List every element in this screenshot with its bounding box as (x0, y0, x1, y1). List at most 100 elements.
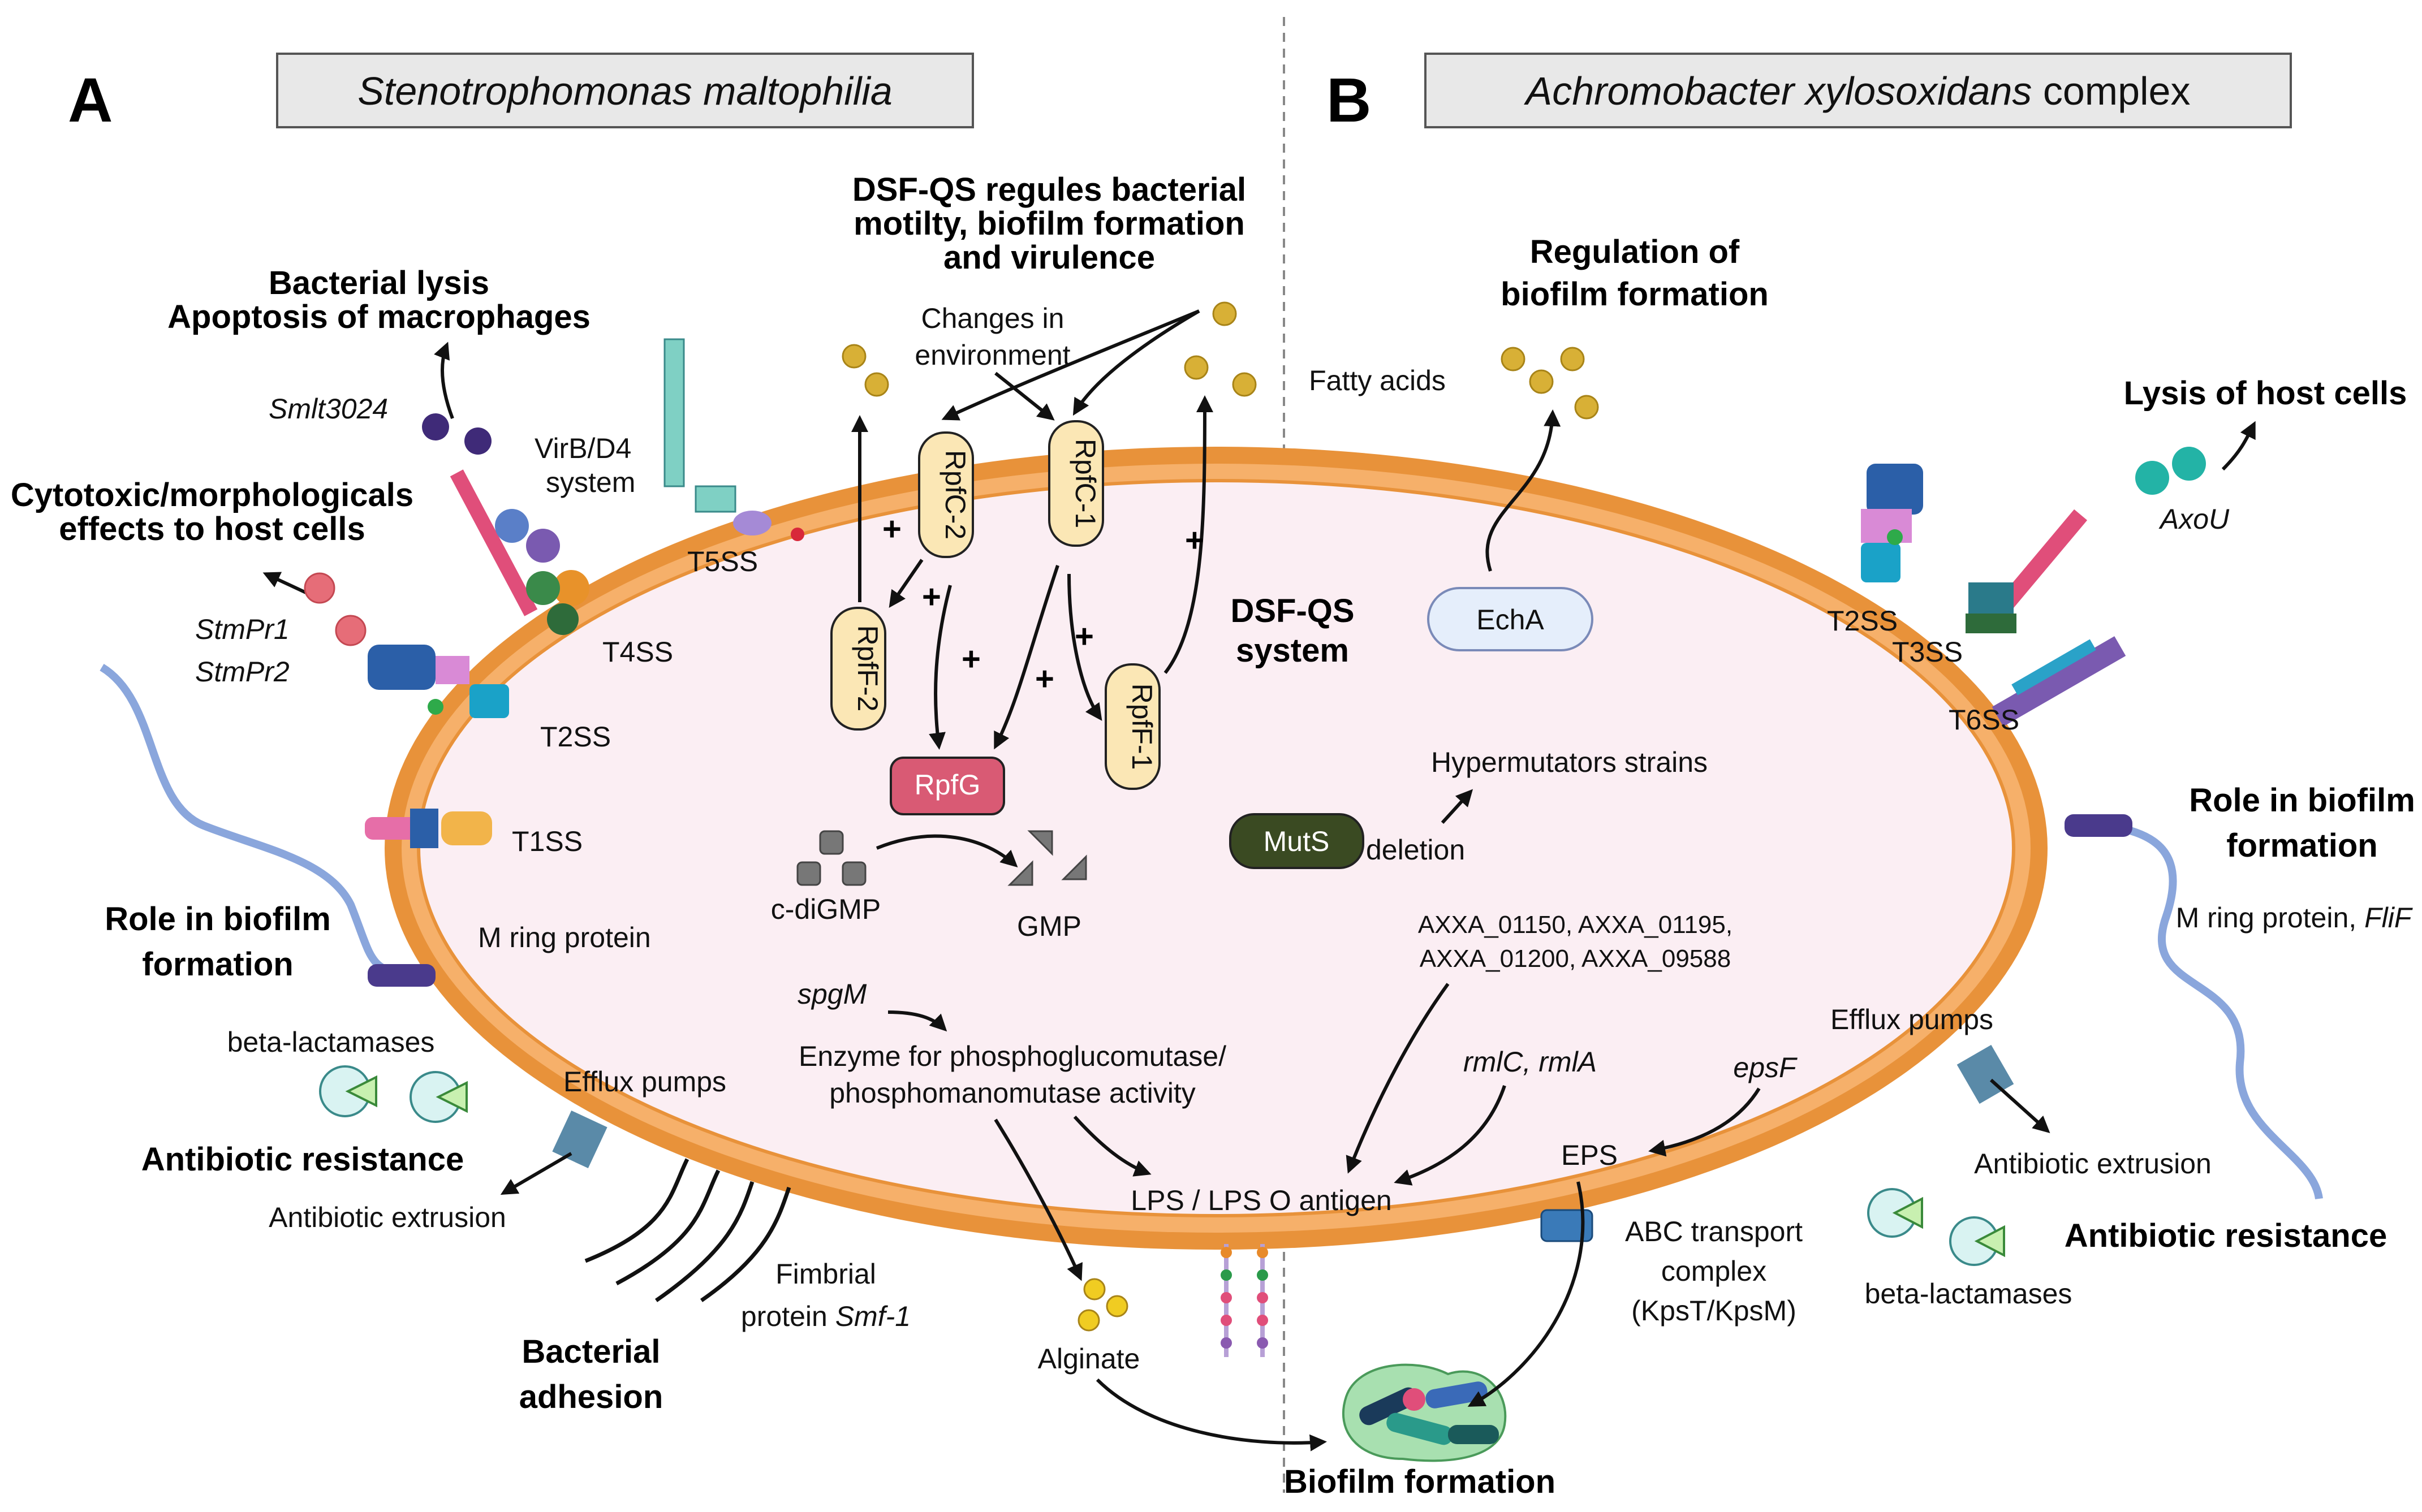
arrow-rpfc2-rpff2 (889, 559, 924, 608)
axxa-genes-label-2: AXXA_01200, AXXA_09588 (1420, 945, 1731, 973)
flagellum-left (100, 664, 419, 979)
role-biofilm-right-label: Role in biofilm (2189, 782, 2415, 819)
extrusion-right-label: Antibiotic extrusion (1974, 1148, 2212, 1180)
dsf-molecule (1184, 355, 1209, 380)
lps-chain-icon (1221, 1244, 1268, 1357)
enzyme-label: Enzyme for phosphoglucomutase/ (799, 1040, 1226, 1072)
t2ss-icon (368, 645, 509, 718)
bacterial-lysis-label: Bacterial lysis (269, 265, 489, 301)
cdigmp-icon (796, 830, 867, 886)
enzyme-label-2: phosphomanomutase activity (829, 1077, 1196, 1109)
epsf-label: epsF (1733, 1052, 1798, 1083)
m-ring-icon (368, 964, 436, 987)
fatty-acid-molecule (1529, 369, 1554, 394)
spgm-arrow (887, 1010, 947, 1032)
abc-label: ABC transport (1625, 1216, 1803, 1247)
beta-lactamase-icon (1867, 1188, 1923, 1238)
eps-to-biofilm-arrow (1467, 1181, 1585, 1407)
t1ss-icon (365, 809, 492, 848)
alginate-label: Alginate (1038, 1343, 1140, 1375)
dsf-molecule (1212, 301, 1237, 326)
muts-label: MutS (1264, 826, 1330, 857)
gmp-icon (1007, 830, 1087, 886)
stmpr-molecule (304, 572, 335, 604)
changes-label-2: environment (915, 339, 1070, 371)
biofilm-icon (1342, 1363, 1507, 1462)
t4ss-label: T4SS (602, 636, 673, 668)
arrow-dsf-to-rpfc1 (1072, 309, 1200, 416)
efflux-right-label: Efflux pumps (1830, 1004, 1993, 1035)
rmlc-label: rmlC, rmlA (1463, 1046, 1597, 1078)
lysis-arrow (434, 342, 454, 420)
epsf-arrow (1648, 1087, 1761, 1157)
panel-b-letter: B (1326, 66, 1371, 135)
smlt3024-molecule (422, 413, 449, 440)
rpfc1-protein (1048, 420, 1104, 547)
plus-sign: + (1185, 522, 1204, 559)
fimbriae-icon (584, 1158, 791, 1302)
regulation-label-2: biofilm formation (1501, 276, 1769, 313)
plus-sign: + (1075, 618, 1094, 655)
cdigmp-label: c-diGMP (771, 893, 881, 925)
alginate-molecule (1106, 1295, 1128, 1317)
t6ss-label: T6SS (1949, 704, 2019, 736)
beta-lactamases-right-label: beta-lactamases (1865, 1278, 2072, 1310)
arrow-dsf-to-rpfc2 (941, 309, 1200, 421)
extrusion-right-arrow (1989, 1078, 2050, 1134)
panel-a-letter: A (68, 66, 113, 135)
t2ss-right-label: T2SS (1827, 605, 1898, 637)
smlt3024-molecule (464, 427, 492, 455)
lps-label: LPS / LPS O antigen (1131, 1185, 1391, 1216)
axxa-to-lps-arrow (1346, 983, 1450, 1174)
deletion-arrow (1441, 789, 1473, 824)
spgm-label: spgM (798, 978, 867, 1010)
cdigmp-to-gmp-arrow (876, 834, 1018, 868)
arrow-rpff1-out (1163, 395, 1213, 674)
fimbrial-label: Fimbrial (775, 1258, 876, 1290)
role-biofilm-right-label-2: formation (2226, 827, 2377, 864)
arrow-rpfc1-rpff1 (1067, 573, 1102, 721)
abc-transporter-icon (1540, 1209, 1593, 1242)
plus-sign: + (882, 511, 902, 547)
axou-molecule (2135, 461, 2169, 495)
extrusion-label: Antibiotic extrusion (269, 1202, 506, 1233)
role-biofilm-label-2: formation (142, 946, 293, 983)
plus-sign: + (922, 578, 941, 615)
apoptosis-label: Apoptosis of macrophages (167, 299, 591, 335)
gmp-label: GMP (1017, 910, 1081, 942)
t5ss-label: T5SS (687, 546, 758, 577)
axxa-genes-label: AXXA_01150, AXXA_01195, (1418, 911, 1733, 939)
t4ss-icon (450, 469, 589, 635)
alginate-molecule (1078, 1309, 1100, 1332)
axou-molecule (2172, 447, 2206, 481)
echa-protein (1427, 587, 1593, 651)
adhesion-label: Bacterial (522, 1333, 660, 1370)
enzyme-to-alginate-arrow (994, 1118, 1083, 1281)
rpfc1-label: RpfC-1 (1070, 439, 1101, 528)
efflux-pump-icon (552, 1110, 607, 1169)
t5ss-icon (663, 338, 804, 541)
fatty-acid-molecule (1560, 347, 1585, 371)
beta-lactamase-icon (410, 1071, 468, 1123)
m-ring-label: M ring protein (478, 922, 651, 953)
echa-arrow (1485, 409, 1561, 572)
dsf-function-label-3: and virulence (943, 239, 1155, 276)
stmpr1-label: StmPr1 (195, 614, 290, 645)
panel-b-title-box (1424, 53, 2292, 128)
axou-label: AxoU (2158, 503, 2230, 535)
dsf-qs-system-label: DSF-QS (1230, 593, 1354, 629)
changes-label: Changes in (921, 303, 1065, 334)
stmpr2-label: StmPr2 (195, 656, 290, 688)
flagellum-right (2104, 822, 2323, 1200)
m-ring-right-label: M ring protein, FliF (2176, 902, 2413, 934)
rpff1-protein (1105, 663, 1161, 790)
regulation-label: Regulation of (1530, 234, 1740, 270)
dsf-function-label: DSF-QS regules bacterial (852, 171, 1246, 208)
stmpr-molecule (335, 615, 367, 646)
dsf-molecule (864, 372, 889, 397)
deletion-label: deletion (1366, 834, 1465, 866)
m-ring-right-icon (2065, 814, 2132, 837)
fatty-acids-label: Fatty acids (1309, 365, 1446, 396)
dsf-qs-system-label-2: system (1236, 632, 1349, 669)
biofilm-formation-label: Biofilm formation (1284, 1463, 1555, 1500)
